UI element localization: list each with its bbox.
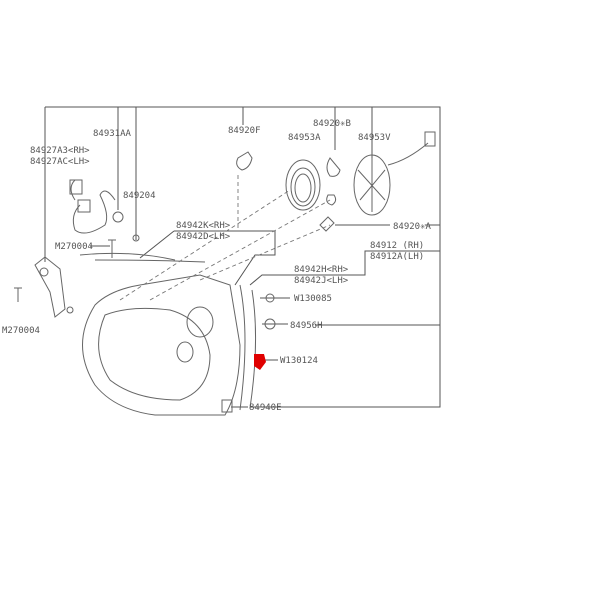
screws xyxy=(14,239,276,330)
label-84920F: 84920F xyxy=(228,126,261,136)
ring-84953A xyxy=(285,159,321,211)
headlamp-housing xyxy=(79,189,331,416)
label-84940E: 84940E xyxy=(249,403,282,413)
label-84927A3: 84927A3<RH> xyxy=(30,146,90,156)
label-W130124: W130124 xyxy=(280,356,318,366)
label-84953A: 84953A xyxy=(288,133,321,143)
label-84942H: 84942H<RH> xyxy=(294,265,349,275)
clip-W130124-highlight xyxy=(254,354,266,370)
label-W130085: W130085 xyxy=(294,294,332,304)
harness-84927 xyxy=(69,179,140,242)
label-849204: 849204 xyxy=(123,191,156,201)
label-M270004-bottom: M270004 xyxy=(2,326,40,336)
bulb-84920F xyxy=(236,151,253,230)
label-84953V: 84953V xyxy=(358,133,391,143)
bracket xyxy=(34,256,74,318)
label-84942D: 84942D<LH> xyxy=(176,232,231,242)
leader-lines xyxy=(44,106,441,408)
label-84942J: 84942J<LH> xyxy=(294,276,349,286)
label-84912A: 84912A(LH) xyxy=(370,252,424,262)
label-84931AA: 84931AA xyxy=(93,129,132,139)
label-M270004-top: M270004 xyxy=(55,242,93,252)
label-84920B: 84920✳B xyxy=(313,119,351,129)
label-84912: 84912 (RH) xyxy=(370,241,424,251)
label-84927AC: 84927AC<LH> xyxy=(30,157,90,167)
label-84920A: 84920✳A xyxy=(393,222,432,232)
socket-84953V xyxy=(319,131,436,232)
label-84956H: 84956H xyxy=(290,321,323,331)
label-84942K: 84942K<RH> xyxy=(176,221,231,231)
